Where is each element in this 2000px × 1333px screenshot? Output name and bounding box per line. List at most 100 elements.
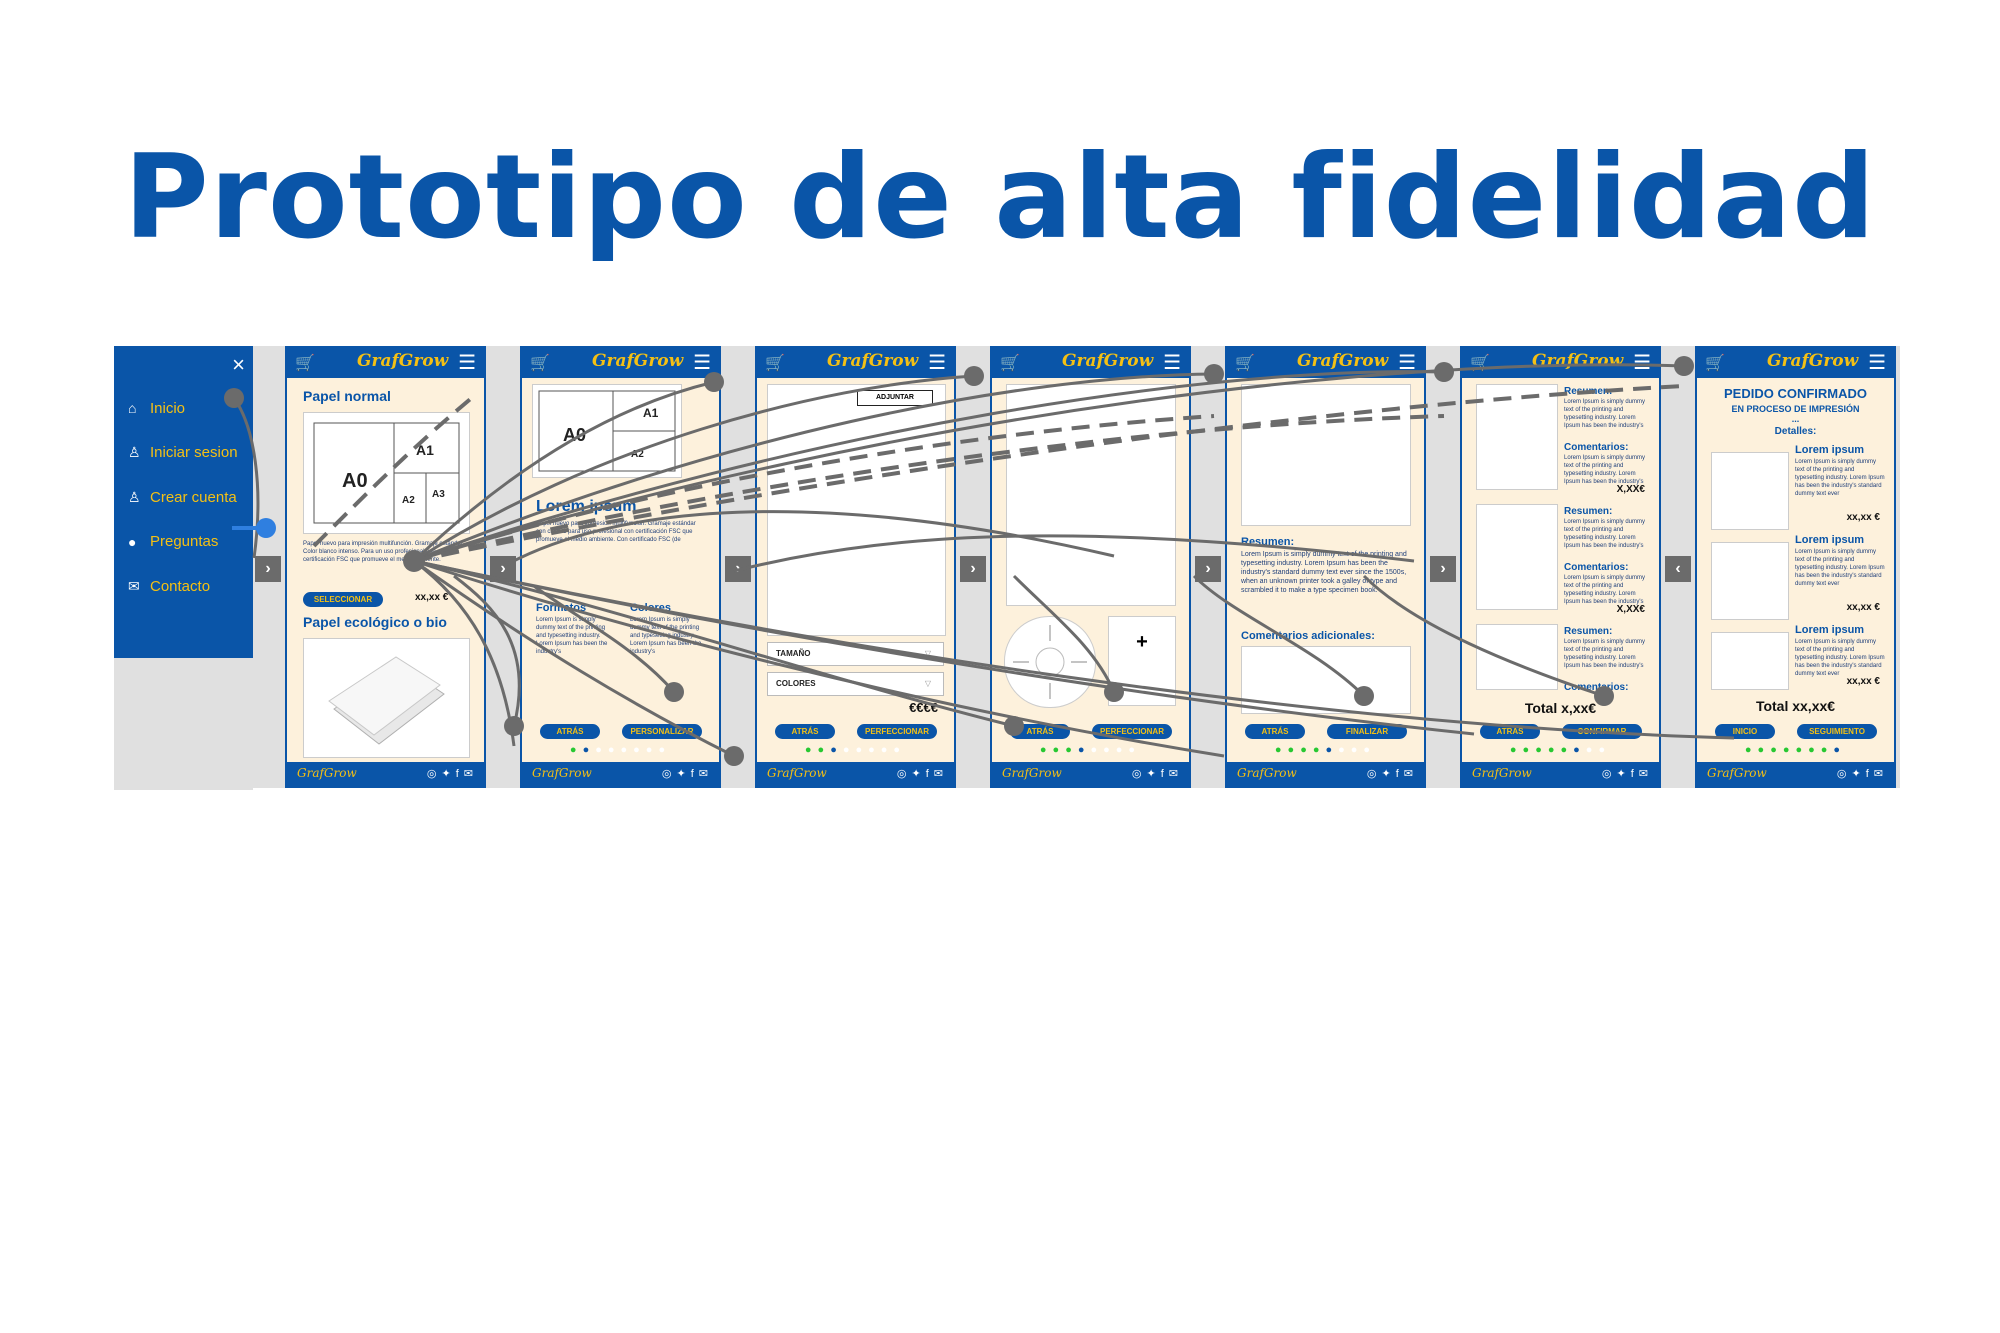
menu-icon[interactable]: ☰ xyxy=(928,352,946,374)
menu-item-contacto[interactable]: ✉ Contacto xyxy=(128,564,238,609)
order-item-text: Lorem Ipsum is simply dummy text of the … xyxy=(1795,639,1885,677)
paper-sizes-diagram: A0 A1 A2 xyxy=(538,390,676,472)
screen-producto: 🛒 GrafGrow ☰ A0 A1 A2 Lorem ipsum Papel … xyxy=(520,346,721,788)
brand-logo: GrafGrow xyxy=(357,351,449,371)
product-description: Papel nuevo para impresión multifunción.… xyxy=(536,521,696,543)
select-button[interactable]: SELECCIONAR xyxy=(303,592,383,607)
cart-item-comments: Comentarios: xyxy=(1564,562,1629,573)
progress-dots: ●●●●●●●● xyxy=(1274,744,1377,756)
link-node xyxy=(1594,686,1614,706)
a0-label: A0 xyxy=(342,470,368,492)
social-icons[interactable]: ◎✦f✉ xyxy=(1601,768,1653,780)
link-wire xyxy=(413,370,1445,563)
refine-button[interactable]: PERFECCIONAR xyxy=(857,724,937,739)
menu-item-preguntas[interactable]: ● Preguntas xyxy=(128,520,238,565)
menu-icon[interactable]: ☰ xyxy=(1163,352,1181,374)
cart-icon[interactable]: 🛒 xyxy=(1235,355,1255,372)
prev-screen-tab[interactable]: ‹ xyxy=(1665,556,1691,582)
chevron-down-icon: ▽ xyxy=(924,679,931,688)
cart-item-text: Lorem Ipsum is simply dummy text of the … xyxy=(1564,519,1646,549)
link-wire xyxy=(1012,574,1116,693)
prototype-canvas: × ⌂Inicio ♙Iniciar sesion ♙Crear cuenta … xyxy=(114,346,1900,790)
progress-dots: ●●●●●●●● xyxy=(804,744,907,756)
order-item-name: Lorem ipsum xyxy=(1795,444,1865,456)
section-heading-eco: Papel ecológico o bio xyxy=(303,614,447,630)
menu-item-inicio[interactable]: ⌂Inicio xyxy=(128,386,238,431)
confirmation-title: PEDIDO CONFIRMADO xyxy=(1724,386,1867,401)
back-button[interactable]: ATRÁS xyxy=(775,724,835,739)
menu-icon[interactable]: ☰ xyxy=(1868,352,1886,374)
next-screen-tab[interactable]: › xyxy=(255,556,281,582)
home-icon: ⌂ xyxy=(128,400,137,417)
app-footer: GrafGrow ◎✦f✉ xyxy=(992,762,1189,786)
summary-text: Lorem Ipsum is simply dummy text of the … xyxy=(1241,551,1407,594)
progress-dots: ●●●●●●●● xyxy=(569,744,672,756)
next-screen-tab[interactable]: › xyxy=(1430,556,1456,582)
link-wire xyxy=(412,380,715,563)
home-button[interactable]: INICIO xyxy=(1715,724,1775,739)
order-item-price: xx,xx € xyxy=(1846,676,1880,687)
cart-icon[interactable]: 🛒 xyxy=(1000,355,1020,372)
menu-icon[interactable]: ☰ xyxy=(458,352,476,374)
chat-icon: ● xyxy=(128,533,137,550)
prototype-links xyxy=(224,356,1735,766)
menu-item-label: Contacto xyxy=(150,577,211,595)
menu-icon[interactable]: ☰ xyxy=(1633,352,1651,374)
order-total: Total xx,xx€ xyxy=(1755,698,1836,714)
brand-logo: GrafGrow xyxy=(1767,351,1859,371)
user-plus-icon: ♙ xyxy=(128,488,141,505)
design-preview xyxy=(1006,384,1176,606)
paper-stack-picture xyxy=(328,656,445,745)
link-node xyxy=(224,388,244,408)
order-item-price: xx,xx € xyxy=(1846,512,1880,523)
link-wire-dashed xyxy=(413,414,1215,563)
cart-item-price: X,XX€ xyxy=(1616,484,1645,495)
social-icons[interactable]: ◎✦f✉ xyxy=(1836,768,1888,780)
tracking-button[interactable]: SEGUIMIENTO xyxy=(1797,724,1877,739)
back-button[interactable]: ATRÁS xyxy=(540,724,600,739)
cart-icon[interactable]: 🛒 xyxy=(765,355,785,372)
link-wire xyxy=(413,559,735,758)
cart-icon[interactable]: 🛒 xyxy=(530,355,550,372)
side-menu-list: ⌂Inicio ♙Iniciar sesion ♙Crear cuenta ● P… xyxy=(128,386,238,609)
close-icon[interactable]: × xyxy=(232,352,245,377)
app-header: 🛒 GrafGrow ☰ xyxy=(1697,348,1894,378)
order-item-image xyxy=(1711,632,1789,690)
footer-logo: GrafGrow xyxy=(297,766,357,780)
social-icons[interactable]: ◎✦f✉ xyxy=(426,768,478,780)
confirmation-ellipsis: ... xyxy=(1791,414,1800,424)
menu-icon[interactable]: ☰ xyxy=(1398,352,1416,374)
app-footer: GrafGrow ◎✦f✉ xyxy=(1462,762,1659,786)
cart-icon[interactable]: 🛒 xyxy=(1705,355,1725,372)
move-joystick[interactable] xyxy=(1004,616,1096,708)
app-footer: GrafGrow ◎✦f✉ xyxy=(1697,762,1894,786)
section-heading: Papel normal xyxy=(303,388,391,404)
back-button[interactable]: ATRÁS xyxy=(1245,724,1305,739)
link-node xyxy=(664,682,684,702)
side-menu-empty xyxy=(114,656,253,790)
social-icons[interactable]: ◎✦f✉ xyxy=(1366,768,1418,780)
next-screen-tab[interactable]: › xyxy=(1195,556,1221,582)
link-wire xyxy=(533,584,676,693)
link-wire xyxy=(232,397,260,559)
mail-icon: ✉ xyxy=(128,577,140,594)
menu-item-label: Preguntas xyxy=(150,533,219,551)
menu-item-iniciar-sesion[interactable]: ♙Iniciar sesion xyxy=(128,431,238,476)
chevron-down-icon: ▽ xyxy=(924,649,931,658)
link-node xyxy=(1004,716,1024,736)
attach-button[interactable]: ADJUNTAR xyxy=(857,390,933,406)
cart-icon[interactable]: 🛒 xyxy=(295,355,315,372)
menu-icon[interactable]: ☰ xyxy=(693,352,711,374)
social-icons[interactable]: ◎✦f✉ xyxy=(896,768,948,780)
next-screen-tab[interactable]: › xyxy=(960,556,986,582)
link-wire xyxy=(413,559,1735,740)
menu-item-crear-cuenta[interactable]: ♙Crear cuenta xyxy=(128,475,238,520)
user-icon: ♙ xyxy=(128,444,141,461)
back-button[interactable]: ATRÁS xyxy=(1010,724,1070,739)
link-node xyxy=(1354,686,1374,706)
finish-button[interactable]: FINALIZAR xyxy=(1327,724,1407,739)
social-icons[interactable]: ◎✦f✉ xyxy=(661,768,713,780)
link-wire xyxy=(413,559,1225,758)
social-icons[interactable]: ◎✦f✉ xyxy=(1131,768,1183,780)
brand-logo: GrafGrow xyxy=(1062,351,1154,371)
